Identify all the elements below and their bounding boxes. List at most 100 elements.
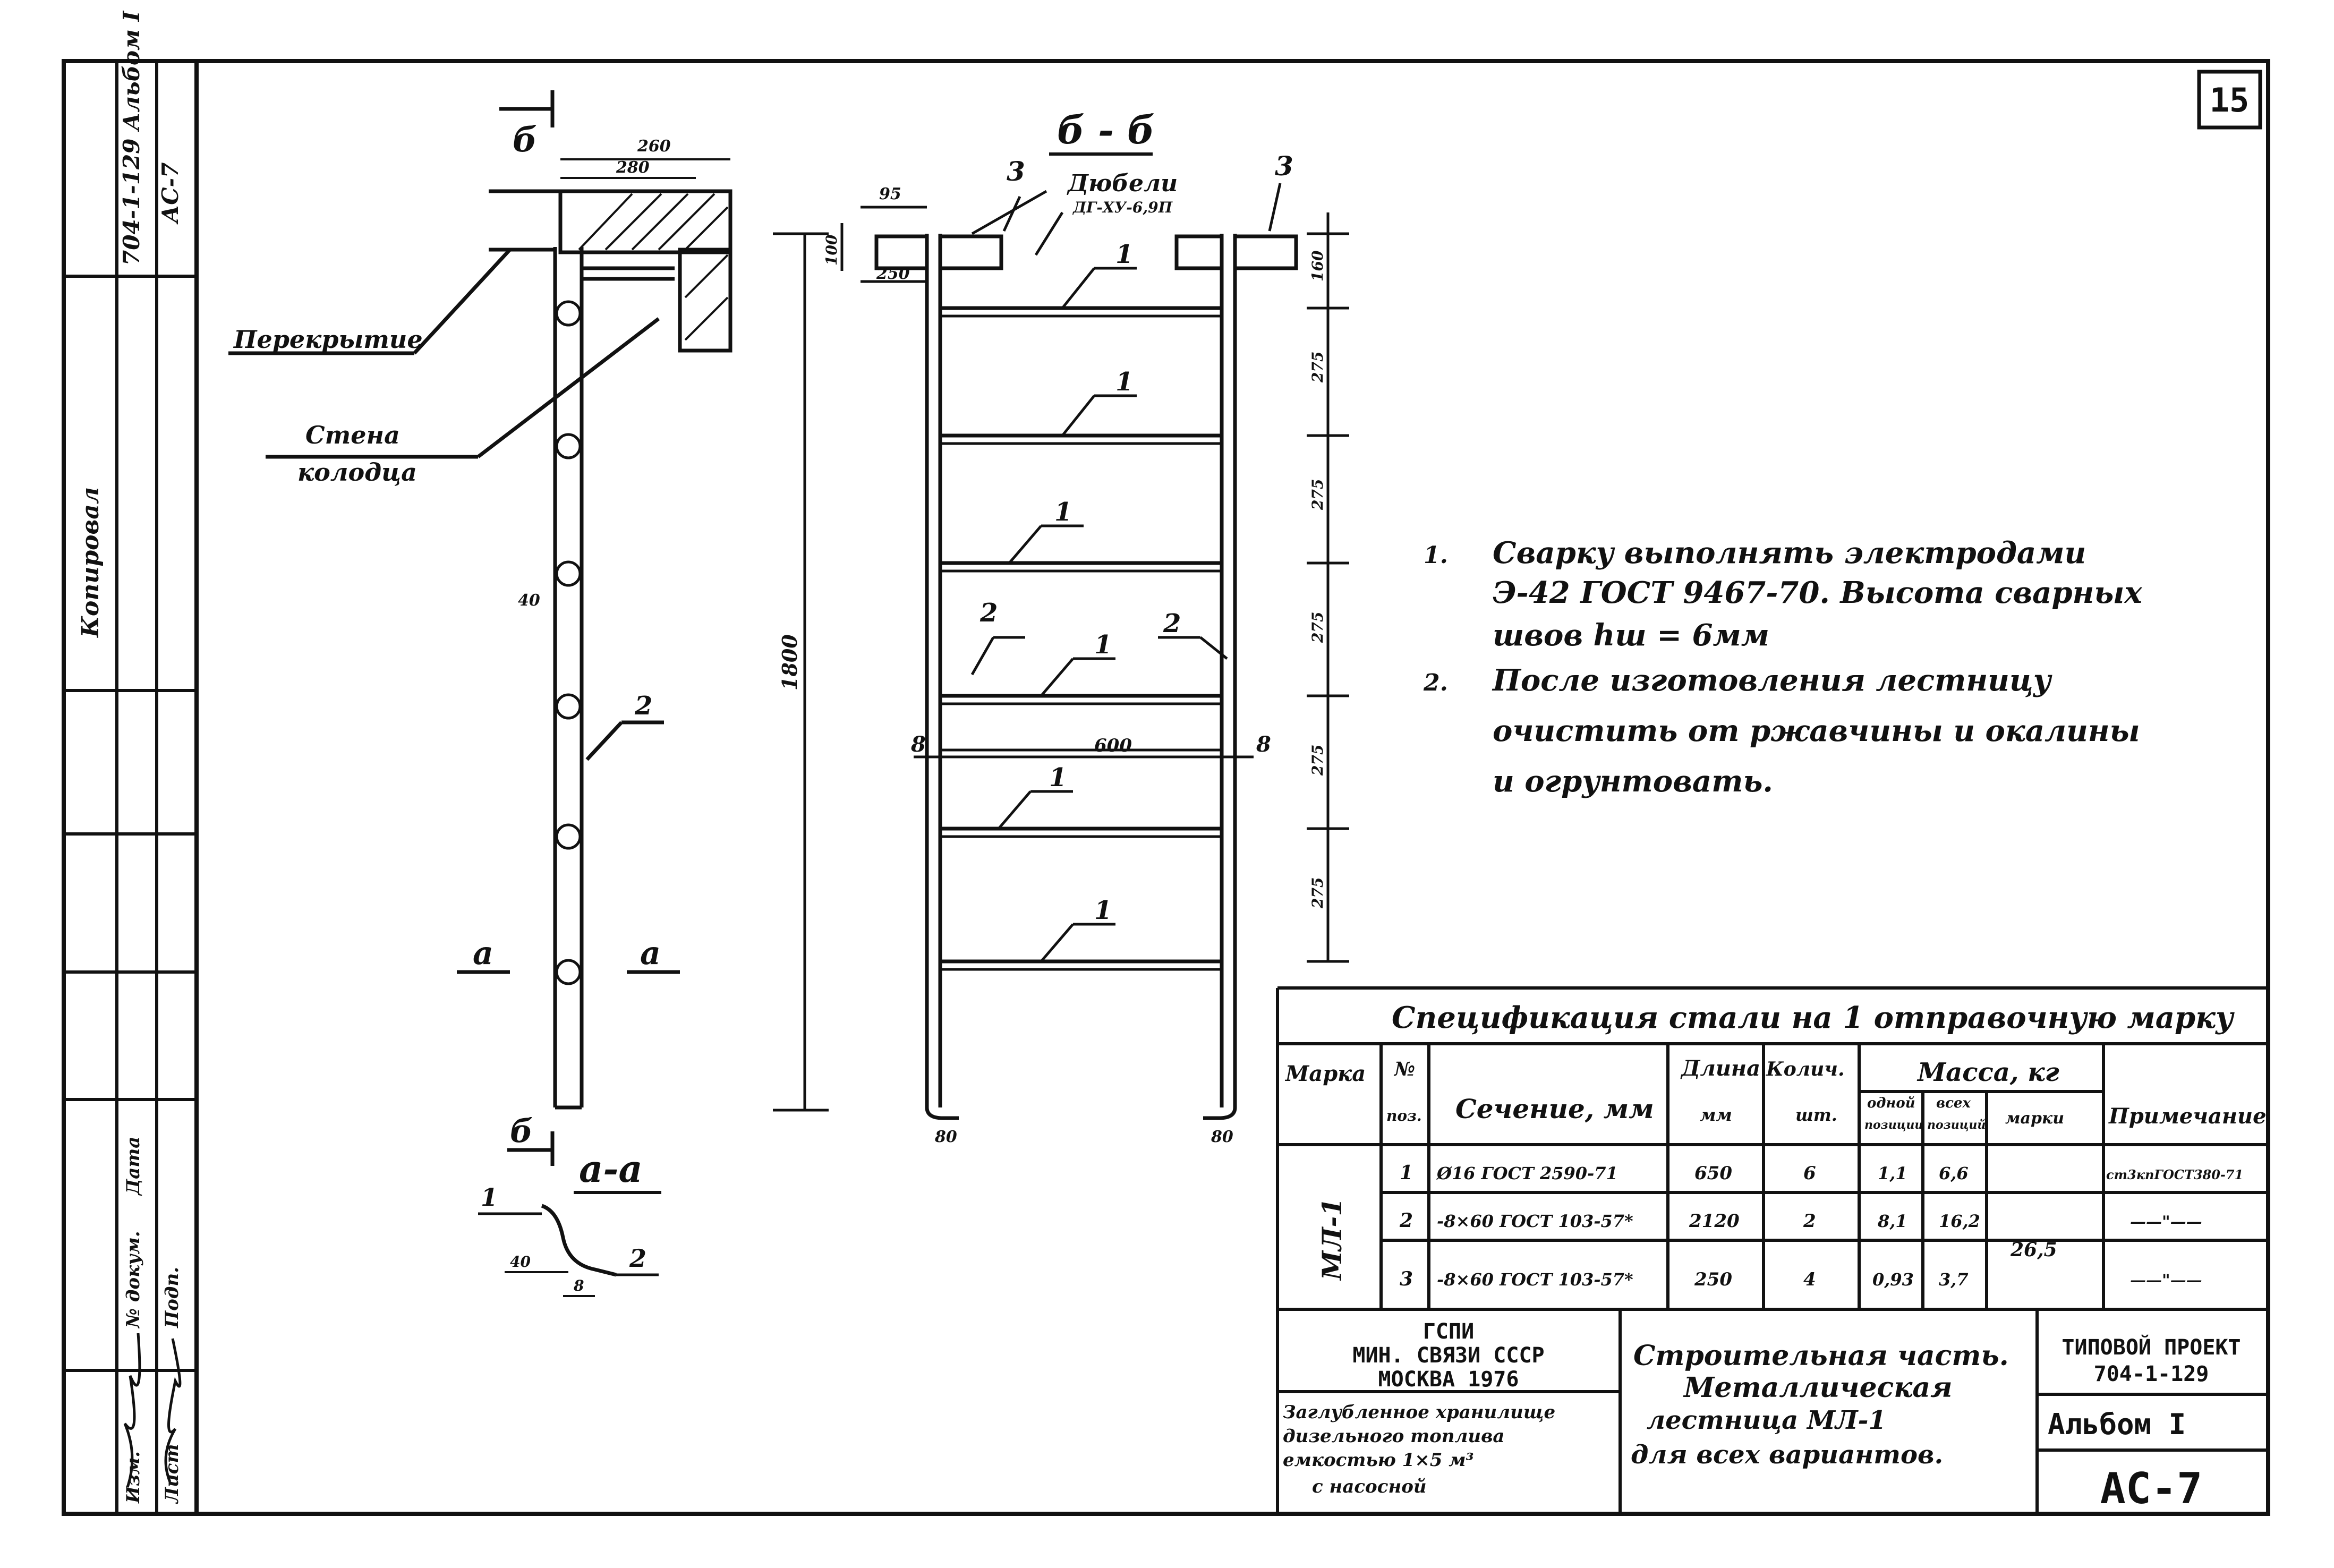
- pos-2-left: 2: [979, 598, 998, 628]
- dim-95: 95: [879, 185, 901, 203]
- object-line-2: дизельного топлива: [1283, 1426, 1504, 1447]
- section-aa-title: а-а: [579, 1147, 643, 1191]
- row-0-note: ст3кпГОСТ380-71: [2106, 1167, 2243, 1182]
- strip-sheet-label: АС-7: [157, 163, 183, 225]
- strip-doc-code: 704-1-129 Альбом I: [118, 10, 144, 266]
- row-2-qty: 4: [1803, 1269, 1816, 1290]
- row-1-mass-one: 8,1: [1877, 1211, 1907, 1231]
- hdr-note: Примечание: [2108, 1104, 2267, 1129]
- row-1-note: ——"——: [2130, 1213, 2202, 1231]
- pos-3-right: 3: [1275, 150, 1293, 182]
- project-label: ТИПОВОЙ ПРОЕКТ: [2062, 1334, 2241, 1360]
- rung-label-3: 1: [1094, 630, 1112, 660]
- dim-600: 600: [1094, 735, 1132, 756]
- front-view: б - б: [823, 107, 1349, 1146]
- section-aa-detail: а-а 1 2 40 8: [478, 1147, 661, 1297]
- sheet-number: 15: [2210, 81, 2250, 120]
- label-dowels-1: Дюбели: [1067, 170, 1178, 197]
- note-2-line-2: очистить от ржавчины и окалины: [1493, 713, 2140, 748]
- strip-header-line: Копировал: [77, 487, 104, 638]
- hdr-mass: Масса, кг: [1916, 1058, 2059, 1087]
- row-1-length: 2120: [1689, 1211, 1740, 1232]
- mark-value: МЛ-1: [1316, 1198, 1348, 1281]
- strip-label-3: Подп.: [161, 1267, 183, 1328]
- spec-table: Спецификация стали на 1 отправочную марк…: [1276, 986, 2268, 1514]
- note-1-line-2: Э-42 ГОСТ 9467-70. Высота сварных: [1493, 575, 2142, 610]
- row-0-length: 650: [1694, 1163, 1732, 1184]
- section-mark-bottom: б: [510, 1113, 533, 1150]
- cut-a-right: а: [640, 935, 661, 972]
- org-3: МОСКВА 1976: [1378, 1367, 1519, 1392]
- name-line-1: Строительная часть.: [1633, 1340, 2009, 1372]
- row-0-qty: 6: [1803, 1163, 1816, 1184]
- row-2-mass-all: 3,7: [1939, 1269, 1969, 1290]
- detail-dim-40: 40: [510, 1253, 531, 1271]
- detail-pos-2: 2: [629, 1244, 646, 1273]
- hdr-pos-2: поз.: [1386, 1107, 1422, 1124]
- hdr-mass-mark: марки: [2005, 1109, 2064, 1128]
- dim-100: 100: [823, 234, 840, 266]
- dim-250: 250: [876, 265, 910, 283]
- overall-height-dim: 1800: [773, 232, 829, 1112]
- name-line-2: Металлическая: [1683, 1371, 1952, 1404]
- dim-260: 260: [637, 137, 671, 156]
- row-0-pos: 1: [1400, 1162, 1413, 1184]
- dim-bottom-left: 80: [934, 1128, 957, 1146]
- rung-label-2: 1: [1054, 497, 1072, 527]
- org-2: МИН. СВЯЗИ СССР: [1352, 1343, 1544, 1368]
- rung-label-4: 1: [1049, 763, 1067, 792]
- object-line-4: с насосной: [1312, 1476, 1427, 1497]
- strip-label-4: Дата: [123, 1137, 144, 1196]
- detail-dim-8: 8: [573, 1277, 584, 1294]
- label-dowels-2: ДГ-ХУ-6,9П: [1072, 199, 1173, 216]
- album-label: Альбом I: [2048, 1408, 2186, 1441]
- signature-1: [123, 1333, 141, 1488]
- name-line-4: для всех вариантов.: [1631, 1440, 1943, 1470]
- strip-label-2: № докум.: [123, 1231, 144, 1329]
- row-0-mass-one: 1,1: [1878, 1163, 1907, 1183]
- section-mark-top: б: [513, 120, 537, 160]
- object-line-1: Заглубленное хранилище: [1283, 1402, 1555, 1423]
- rung-label-5: 1: [1094, 896, 1112, 925]
- row-1-section: -8×60 ГОСТ 103-57*: [1437, 1211, 1633, 1231]
- dim-1800: 1800: [778, 634, 802, 691]
- spacing-4: 275: [1309, 745, 1326, 776]
- pos-2-right: 2: [1163, 609, 1181, 638]
- hdr-mass-all-2: позиций: [1927, 1118, 1986, 1132]
- note-2-line-3: и огрунтовать.: [1493, 764, 1773, 799]
- pos-8-left: 8: [910, 732, 926, 757]
- hdr-qty-2: шт.: [1795, 1105, 1837, 1125]
- cut-a-left: а: [473, 935, 493, 972]
- signature-2: [164, 1338, 182, 1482]
- hdr-pos-1: №: [1393, 1058, 1415, 1080]
- row-2-section: -8×60 ГОСТ 103-57*: [1437, 1269, 1633, 1290]
- project-number: 704-1-129: [2094, 1362, 2209, 1386]
- pos-3-left: 3: [1007, 156, 1025, 187]
- sheet-frame: [62, 59, 2270, 1516]
- hdr-length-1: Длина: [1680, 1056, 1760, 1081]
- spacing-1: 275: [1309, 352, 1326, 383]
- hdr-length-2: мм: [1700, 1105, 1732, 1125]
- hdr-mark: Марка: [1284, 1061, 1366, 1086]
- org-1: ГСПИ: [1423, 1319, 1474, 1344]
- row-0-mass-all: 6,6: [1939, 1163, 1969, 1183]
- note-2-num: 2.: [1423, 669, 1448, 696]
- left-strip: 704-1-129 Альбом I АС-7 Копировал Изм. Л…: [64, 10, 197, 1514]
- dim-280: 280: [616, 158, 650, 177]
- title-block: ГСПИ МИН. СВЯЗИ СССР МОСКВА 1976 Заглубл…: [1276, 1309, 2268, 1514]
- hdr-mass-one-1: одной: [1867, 1095, 1915, 1111]
- notes: 1. Сварку выполнять электродами Э-42 ГОС…: [1423, 535, 2142, 799]
- dim-40: 40: [518, 591, 540, 610]
- side-view: б б 260 280 Перекрытие Стена колодца 40 …: [228, 90, 732, 1297]
- row-2-mass-one: 0,93: [1872, 1269, 1914, 1290]
- dim-bottom-right: 80: [1211, 1128, 1233, 1146]
- sheet-number-box: 15: [2197, 70, 2262, 130]
- rung-label-0: 1: [1115, 240, 1133, 269]
- spacing-5: 275: [1309, 877, 1326, 909]
- label-slab: Перекрытие: [233, 325, 423, 354]
- note-2-line-1: После изготовления лестницу: [1492, 663, 2052, 698]
- hdr-section: Сечение, мм: [1455, 1093, 1654, 1124]
- hdr-qty-1: Колич.: [1766, 1058, 1845, 1080]
- label-wall-2: колодца: [297, 458, 417, 487]
